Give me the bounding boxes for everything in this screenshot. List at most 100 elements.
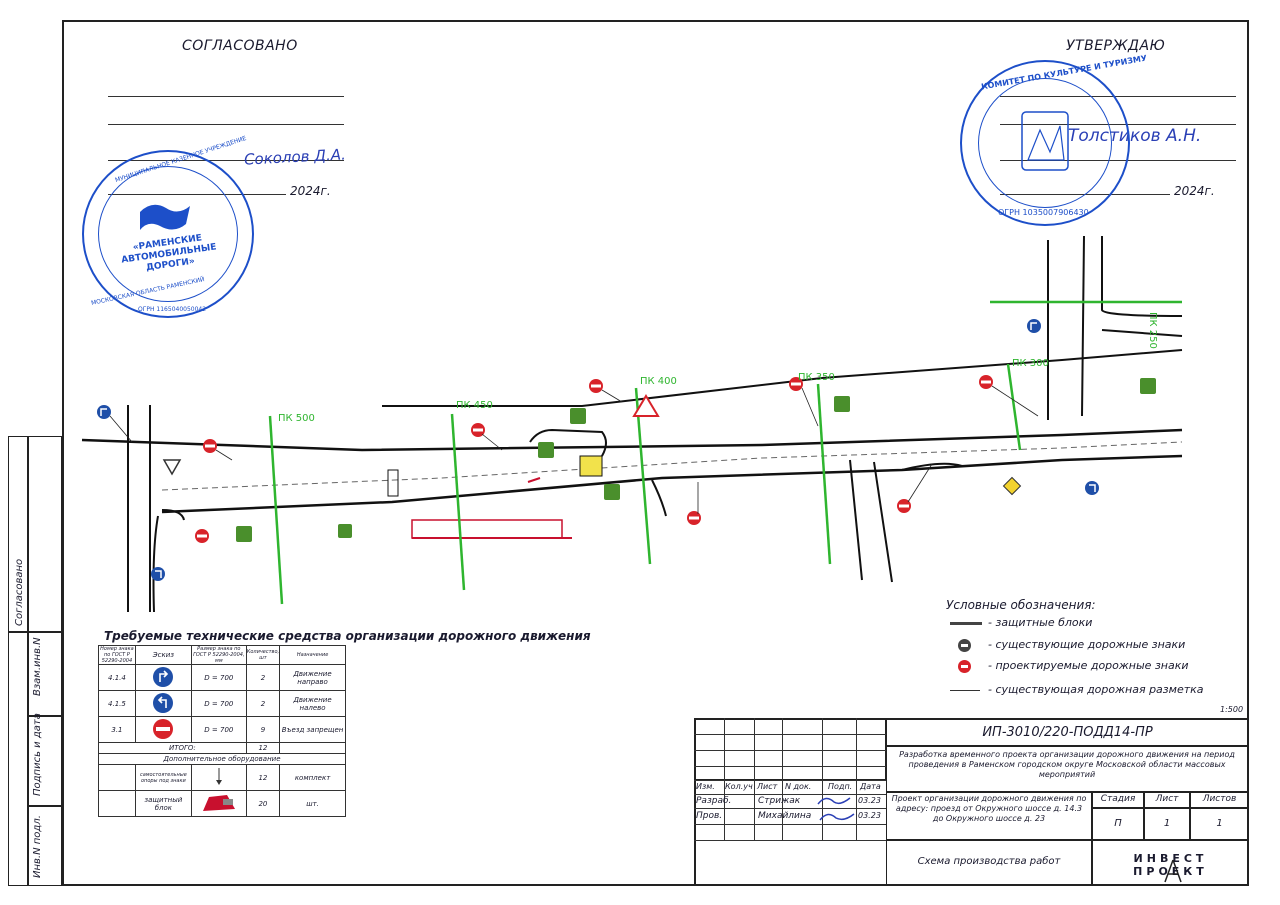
picket-label-300: ПК 300 (1012, 358, 1049, 369)
table-row: 3.1 D = 700 9 Въезд запрещен (98, 716, 346, 743)
road-plan-drawing (81, 235, 1183, 613)
tb-col-change: Изм. (696, 782, 715, 791)
tech-row-purpose: Въезд запрещен (279, 716, 346, 743)
info-sign-icon (570, 408, 586, 424)
tech-header-qty: Количество, шт (245, 645, 281, 665)
tb-role-checker: Пров. (696, 811, 723, 821)
tb-project-code: ИП-3010/220-ПОДД14-ПР (982, 725, 1153, 740)
tech-row-qty: 2 (245, 664, 281, 691)
tech-row-purpose: Движение налево (279, 690, 346, 717)
drawing-frame (62, 20, 1249, 886)
tb-sheet-value: 1 (1163, 818, 1171, 829)
tb-object-address: Проект организации дорожного движения по… (891, 794, 1087, 823)
tech-extra-qty: 12 (245, 764, 281, 791)
tb-col-sign: Подп. (828, 782, 853, 791)
tb-signatures (817, 797, 855, 821)
info-sign-icon (338, 524, 352, 538)
picket-line-400 (634, 387, 652, 565)
crosswalk-1 (387, 469, 399, 497)
stamp-logo-icon (140, 204, 190, 230)
stamp-left-ogrn: ОГРН 1165040050042 (138, 306, 207, 313)
turn-left-sign-icon (151, 567, 165, 581)
picket-label-450: ПК 450 (456, 400, 493, 411)
stamp-culture-committee: КОМИТЕТ ПО КУЛЬТУРЕ И ТУРИЗМУ ОГРН 10350… (960, 53, 1148, 226)
legend-projected-sign-icon (958, 660, 971, 673)
sign-post-icon (215, 767, 222, 785)
road-edge-top (81, 428, 1183, 452)
road-centerline (161, 441, 1183, 491)
yield-sign-icon (162, 459, 182, 476)
tech-extra-name: самостоятельные опоры под знаки (134, 764, 192, 791)
side-cell-agreed (8, 436, 28, 632)
side-label-replace-inv: Взам.инв.N (32, 637, 43, 696)
table-row: защитный блок 20 шт. (98, 790, 346, 817)
tb-stage-value: П (1114, 818, 1122, 829)
tb-name-checker: Михайлина (758, 811, 812, 821)
tech-total-value: 12 (245, 742, 281, 754)
legend-projected-signs: - проектируемые дорожные знаки (988, 659, 1189, 672)
legend-protective-block-icon (950, 622, 982, 625)
tech-row-purpose: Движение направо (279, 664, 346, 691)
no-entry-sign-icon (589, 379, 603, 393)
info-sign-icon (538, 442, 554, 458)
approval-right-year: 2024г. (1174, 184, 1215, 198)
stamp-coat-of-arms-icon (1021, 111, 1069, 171)
tech-header-purpose: Назначение (279, 645, 346, 665)
tb-date-developer: 03.23 (858, 796, 881, 805)
tb-sheet-title: Схема производства работ (917, 856, 1061, 867)
stamp-right-ogrn: ОГРН 1035007906430 (998, 208, 1089, 217)
turn-left-sign-icon (1085, 481, 1099, 495)
approval-left-title: СОГЛАСОВАНО (182, 38, 298, 54)
legend-protective-blocks: - защитные блоки (988, 616, 1093, 629)
turn-left-sign-icon (153, 692, 174, 713)
tech-header-sketch: Эскиз (134, 645, 192, 665)
table-row: 4.1.4 D = 700 2 Движение направо (98, 664, 346, 691)
tb-col-count: Кол.уч (725, 782, 753, 791)
tb-col-sheet: Лист (757, 782, 778, 791)
tb-date-checker: 03.23 (858, 811, 881, 820)
tech-row-num: 3.1 (98, 716, 136, 743)
tb-col-date: Дата (860, 782, 881, 791)
picket-line-300 (1006, 363, 1022, 451)
tech-extra-header: Дополнительное оборудование (98, 753, 346, 765)
table-row: самостоятельные опоры под знаки 12 компл… (98, 764, 346, 791)
picket-label-400: ПК 400 (640, 376, 677, 387)
info-sign-icon (236, 526, 252, 542)
no-entry-sign-icon (195, 529, 209, 543)
tb-description: Разработка временного проекта организаци… (899, 750, 1235, 779)
tech-row-size: D = 700 (190, 664, 247, 691)
approval-left-year: 2024г. (290, 184, 331, 198)
tb-stage-header: Стадия (1100, 794, 1136, 804)
side-road-north (1047, 235, 1085, 420)
tb-company-logo (1092, 840, 1249, 886)
picket-line-500 (268, 415, 284, 605)
side-road-south (849, 459, 893, 583)
tech-header-size: Размер знака по ГОСТ Р 52290-2004, мм (190, 645, 247, 665)
tb-sheet-header: Лист (1155, 794, 1179, 804)
no-entry-sign-icon (471, 423, 485, 437)
priority-road-sign-icon (1002, 476, 1022, 496)
title-block: Изм. Кол.уч Лист N док. Подп. Дата Разра… (694, 718, 1249, 886)
info-sign-icon (1140, 378, 1156, 394)
picket-label-250: ПК 250 (1147, 312, 1158, 349)
approval-right-title: УТВЕРЖДАЮ (1066, 38, 1166, 54)
no-entry-sign-icon (789, 377, 803, 391)
turn-right-sign-icon (1027, 319, 1041, 333)
side-label-inv-original: Инв.N подл. (32, 815, 43, 878)
road-service-top (382, 349, 1183, 407)
crosswalk-2 (579, 455, 603, 477)
no-entry-sign-icon (979, 375, 993, 389)
picket-line-350 (816, 383, 832, 565)
tech-row-num: 4.1.4 (98, 664, 136, 691)
side-approval-strip: Согласовано Взам.инв.N Подпись и дата Ин… (8, 436, 62, 886)
tech-extra-unit: шт. (279, 790, 346, 817)
stamp-road-authority: «РАМЕНСКИЕ АВТОМОБИЛЬНЫЕ ДОРОГИ» МОСКОВС… (82, 135, 254, 318)
legend-title: Условные обозначения: (946, 598, 1096, 612)
picket-label-500: ПК 500 (278, 413, 315, 424)
tech-header-num: Номер знака по ГОСТ Р 52290-2004 (98, 645, 136, 665)
tech-row-num: 4.1.5 (98, 690, 136, 717)
barrier-zone (411, 519, 563, 539)
tech-row-qty: 9 (245, 716, 281, 743)
no-entry-sign-icon (687, 511, 701, 525)
tech-table-title: Требуемые технические средства организац… (104, 629, 591, 643)
